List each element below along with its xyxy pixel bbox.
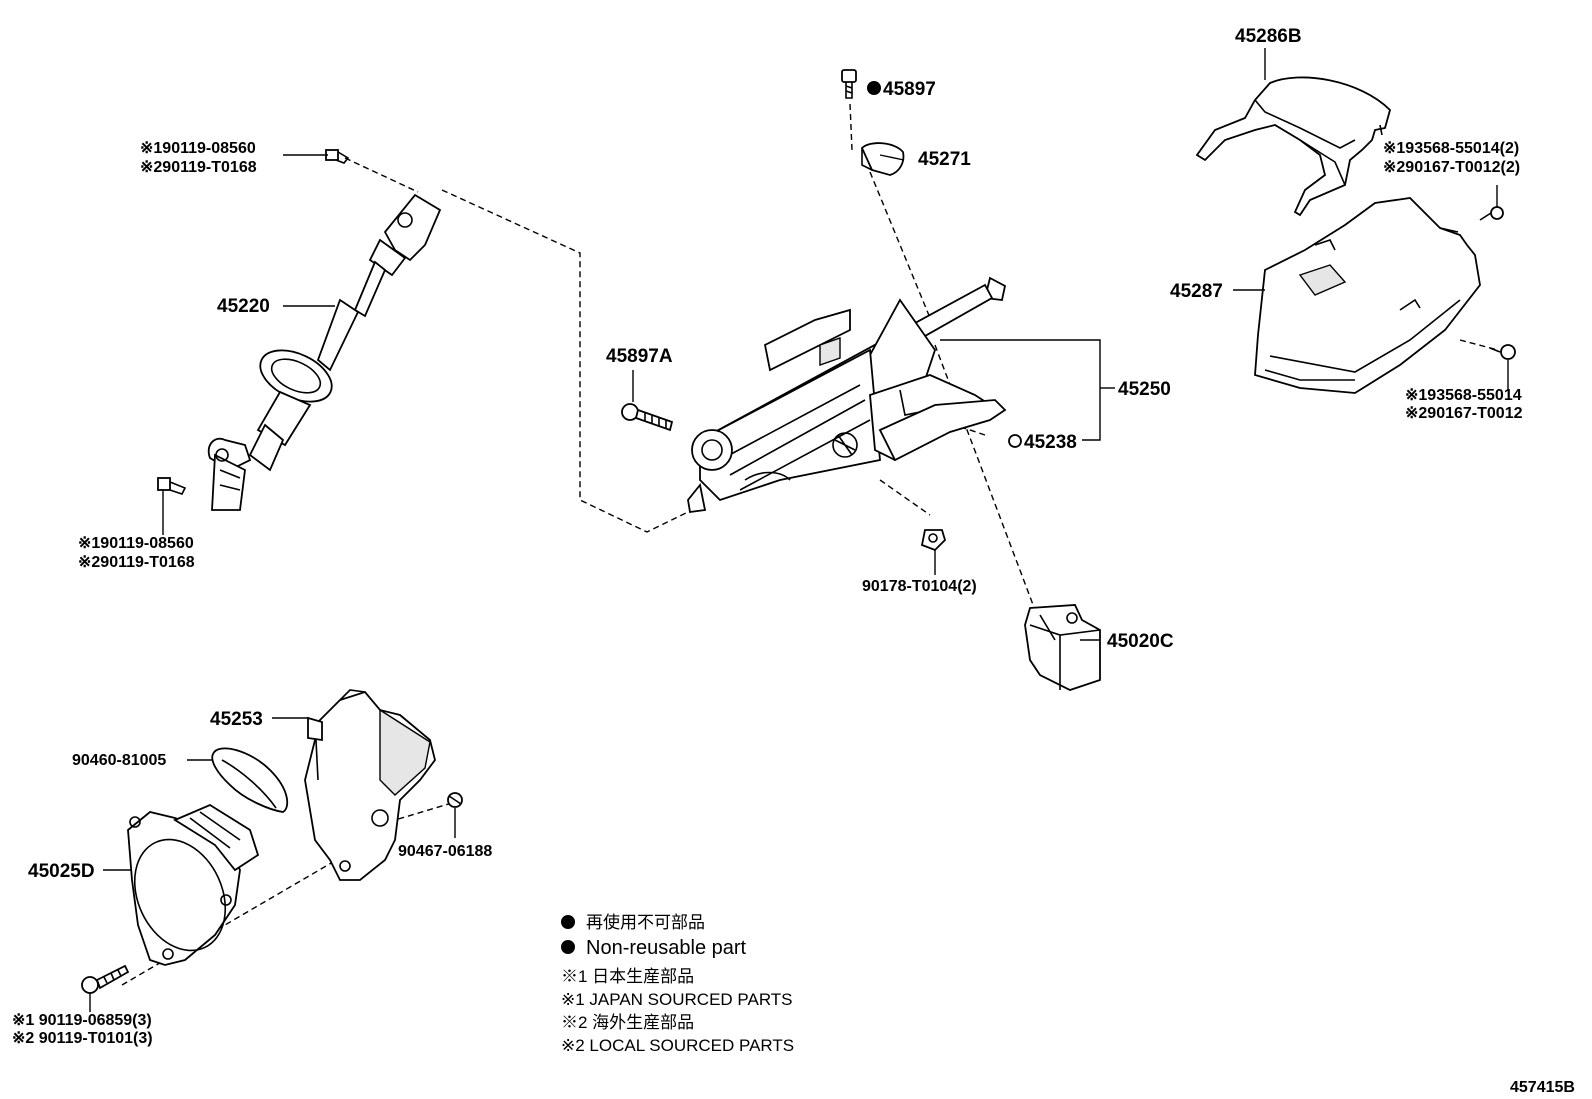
clip-90467: [447, 792, 463, 838]
label-90460: 90460-81005: [72, 752, 166, 769]
bolt-45897a: [621, 403, 674, 432]
steering-column-45250: [687, 276, 1007, 514]
label-45250: 45250: [1118, 379, 1171, 400]
label-45897a: 45897A: [606, 346, 673, 367]
label-45897: 45897: [883, 79, 936, 100]
bolt-top-shaft: [325, 149, 350, 164]
legend-dot-jp: [561, 915, 575, 929]
label-45287: 45287: [1170, 281, 1223, 302]
legend-non-reusable-jp: 再使用不可部品: [586, 912, 705, 932]
intermediate-shaft-45220: [207, 193, 442, 511]
label-bolt-boot-2: ※2 90119-T0101(3): [12, 1030, 153, 1047]
boot-45025d: [127, 803, 260, 966]
label-bolt-low-1: ※190119-08560: [78, 535, 194, 552]
legend-japan-jp: ※1 日本生産部品: [561, 967, 694, 986]
label-bolt-top-1: ※190119-08560: [140, 140, 256, 157]
label-45025d: 45025D: [28, 861, 95, 882]
label-45220: 45220: [217, 296, 270, 317]
label-45020c: 45020C: [1107, 631, 1174, 652]
label-screw-r2-2: ※290167-T0012: [1405, 405, 1523, 422]
legend-local-jp: ※2 海外生産部品: [561, 1013, 694, 1032]
label-45286b: 45286B: [1235, 26, 1302, 47]
label-45271: 45271: [918, 149, 971, 170]
label-45238: 45238: [1024, 432, 1077, 453]
label-bolt-low-2: ※290119-T0168: [78, 554, 195, 571]
bracket-45253: [304, 689, 436, 881]
bolt-lower-shaft: [157, 477, 187, 535]
label-screw-r2-1: ※193568-55014: [1405, 387, 1522, 404]
leader-lines: [103, 48, 1266, 871]
lower-column-cover-45287: [1254, 197, 1481, 394]
upper-column-cover-45286b: [1195, 76, 1392, 217]
legend-local-en: ※2 LOCAL SOURCED PARTS: [561, 1036, 794, 1055]
screw-lower-cover: [1489, 344, 1516, 390]
ring-90460: [211, 747, 289, 813]
bolt-boot: [81, 964, 130, 1012]
label-90467: 90467-06188: [398, 843, 492, 860]
figure-id: 457415B: [1510, 1079, 1575, 1096]
label-bolt-boot-1: ※1 90119-06859(3): [12, 1012, 152, 1029]
label-bolt-top-2: ※290119-T0168: [140, 159, 257, 176]
screw-upper-cover: [1479, 185, 1504, 221]
legend-dot-en: [561, 940, 575, 954]
bolt-45897: [841, 69, 857, 99]
legend: 再使用不可部品 Non-reusable part ※1 日本生産部品 ※1 J…: [561, 912, 794, 1055]
clip-45271: [860, 142, 905, 176]
lock-bracket-45020c: [1024, 604, 1101, 691]
label-90178: 90178-T0104(2): [862, 578, 977, 595]
label-screw-r1-1: ※193568-55014(2): [1383, 140, 1519, 157]
part-labels: 45286B 45897 45271 45220 45897A 45250 45…: [12, 26, 1523, 1047]
non-reusable-dot-45897: [867, 81, 881, 95]
label-screw-r1-2: ※290167-T0012(2): [1383, 159, 1520, 176]
nut-90178: [920, 529, 947, 575]
legend-japan-en: ※1 JAPAN SOURCED PARTS: [561, 990, 793, 1009]
label-45253: 45253: [210, 709, 263, 730]
nut-45238: [1008, 434, 1022, 448]
legend-non-reusable-en: Non-reusable part: [586, 937, 747, 959]
